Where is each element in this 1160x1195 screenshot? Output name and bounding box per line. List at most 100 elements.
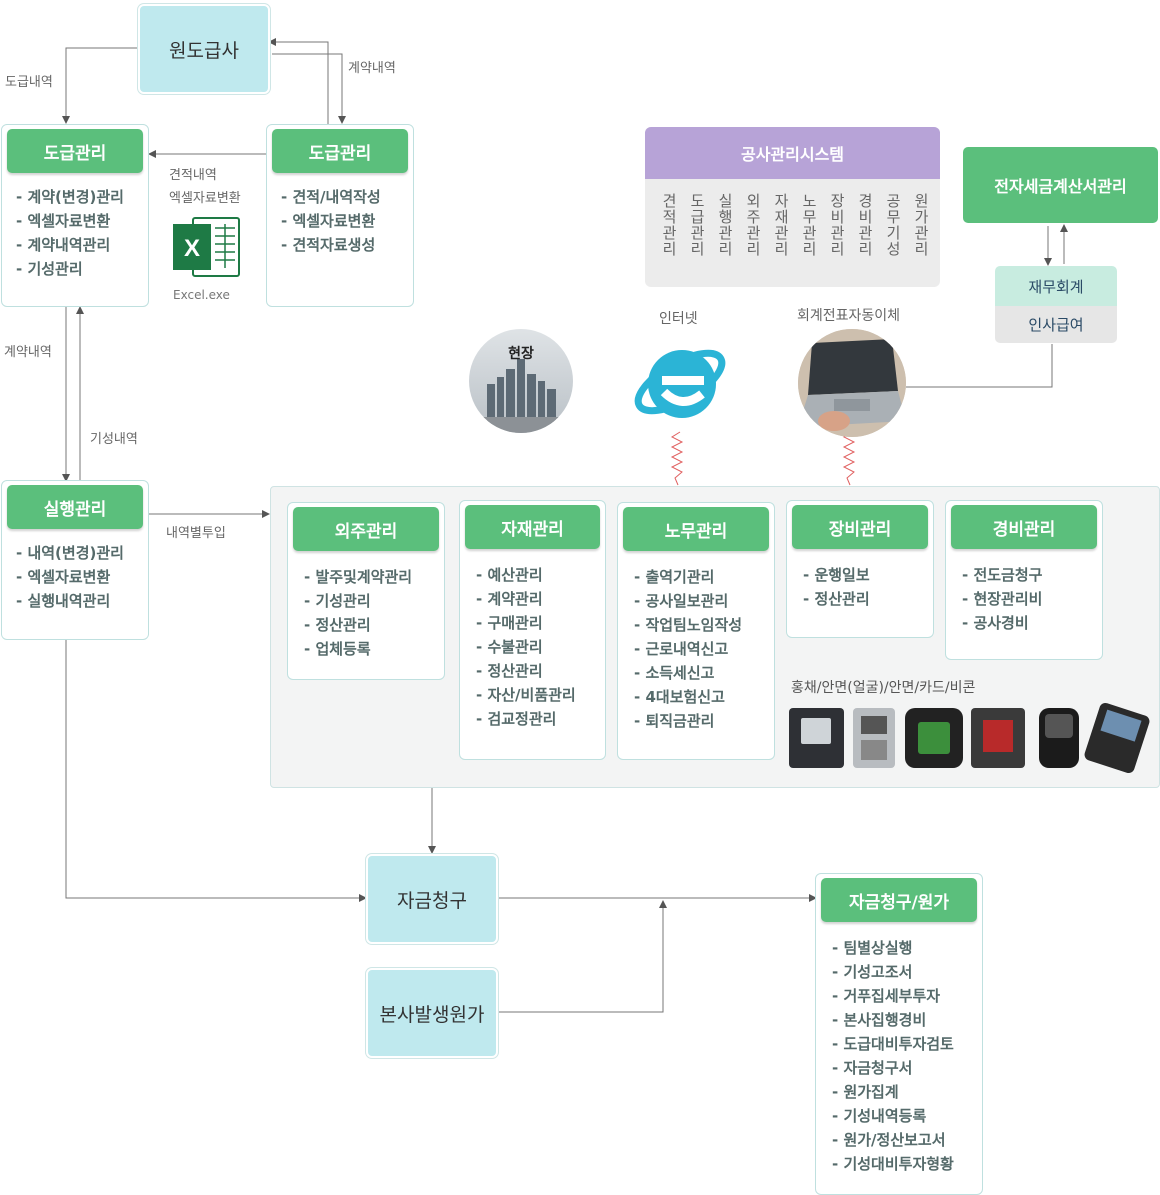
system-column: 실행관리 — [716, 193, 734, 257]
list-item: 내역(변경)관리 — [16, 541, 124, 565]
edge-label-input-by-detail: 내역별투입 — [166, 526, 226, 541]
estimate-mgmt-list: 견적/내역작성 엑셀자료변환 견적자료생성 — [281, 185, 381, 257]
outsourcing-mgmt-list: 발주및계약관리 기성관리 정산관리 업체등록 — [304, 565, 412, 661]
excel-icon: X — [171, 214, 241, 280]
list-item: 업체등록 — [304, 637, 412, 661]
hq-cost-label: 본사발생원가 — [379, 1003, 485, 1026]
list-item: 공사일보관리 — [634, 589, 742, 613]
list-item: 정산관리 — [803, 587, 869, 611]
list-item: 계약(변경)관리 — [16, 185, 124, 209]
material-mgmt-title: 자재관리 — [465, 505, 600, 549]
subcontract-mgmt-title: 도급관리 — [7, 129, 143, 173]
edge-label-excel-convert: 엑셀자료변환 — [169, 191, 241, 206]
list-item: 정산관리 — [476, 659, 576, 683]
list-item: 자금청구서 — [832, 1056, 954, 1080]
list-item: 운행일보 — [803, 563, 869, 587]
execution-mgmt-title: 실행관리 — [7, 485, 143, 529]
list-item: 소득세신고 — [634, 661, 742, 685]
list-item: 근로내역신고 — [634, 637, 742, 661]
e-tax-box: 전자세금계산서관리 — [963, 147, 1158, 223]
card-reader-icon — [971, 708, 1025, 768]
list-item: 원가/정산보고서 — [832, 1128, 954, 1152]
list-item: 전도금청구 — [962, 563, 1042, 587]
list-item: 기성대비투자형황 — [832, 1152, 953, 1176]
system-column: 노무관리 — [800, 193, 818, 257]
material-mgmt-list: 예산관리 계약관리 구매관리 수불관리 정산관리 자산/비품관리 검교정관리 — [476, 563, 576, 731]
edge-label-subcontract-detail: 도급내역 — [5, 75, 53, 90]
list-item: 출역기관리 — [634, 565, 742, 589]
estimate-mgmt-panel: 도급관리 견적/내역작성 엑셀자료변환 견적자료생성 — [266, 124, 414, 307]
edge-label-progress-detail: 기성내역 — [90, 432, 138, 447]
list-item: 수불관리 — [476, 635, 576, 659]
list-item: 도급대비투자검토 — [832, 1032, 953, 1056]
system-column: 공무기성 — [884, 193, 902, 257]
system-column: 경비관리 — [856, 193, 874, 257]
excel-label: Excel.exe — [173, 288, 230, 302]
construction-system-title: 공사관리시스템 — [645, 127, 940, 179]
equipment-mgmt-title: 장비관리 — [792, 505, 928, 549]
hq-cost-box: 본사발생원가 — [366, 968, 498, 1058]
list-item: 정산관리 — [304, 613, 412, 637]
expense-mgmt-title: 경비관리 — [951, 505, 1097, 549]
system-column: 견적관리 — [660, 193, 678, 257]
outsourcing-mgmt-panel: 외주관리 발주및계약관리 기성관리 정산관리 업체등록 — [287, 502, 445, 680]
edge-label-contract-detail-left: 계약내역 — [4, 345, 52, 360]
list-item: 기성관리 — [304, 589, 412, 613]
list-item: 견적/내역작성 — [281, 185, 380, 209]
laptop-icon — [798, 329, 906, 437]
estimate-mgmt-title: 도급관리 — [272, 129, 408, 173]
outsourcing-mgmt-title: 외주관리 — [293, 507, 439, 551]
list-item: 검교정관리 — [476, 707, 576, 731]
list-item: 엑셀자료변환 — [16, 209, 124, 233]
funding-cost-list: 팀별상실행 기성고조서 거푸집세부투자 본사집행경비 도급대비투자검토 자금청구… — [832, 936, 954, 1176]
system-column: 외주관리 — [744, 193, 762, 257]
list-item: 현장관리비 — [962, 587, 1042, 611]
list-item: 공사경비 — [962, 611, 1042, 635]
excel-letter: X — [184, 235, 200, 262]
expense-mgmt-list: 전도금청구 현장관리비 공사경비 — [962, 563, 1042, 635]
list-item: 기성내역등록 — [832, 1104, 954, 1128]
funding-cost-title: 자금청구/원가 — [821, 878, 977, 922]
subcontract-mgmt-panel: 도급관리 계약(변경)관리 엑셀자료변환 계약내역관리 기성관리 — [1, 124, 149, 307]
finance-accounting: 재무회계 — [995, 266, 1117, 306]
execution-mgmt-panel: 실행관리 내역(변경)관리 엑셀자료변환 실행내역관리 — [1, 480, 149, 640]
expense-mgmt-panel: 경비관리 전도금청구 현장관리비 공사경비 — [945, 500, 1103, 660]
list-item: 엑셀자료변환 — [16, 565, 124, 589]
funding-request-box: 자금청구 — [366, 854, 498, 944]
list-item: 원가집계 — [832, 1080, 954, 1104]
internet-label: 인터넷 — [659, 311, 698, 327]
internet-explorer-icon — [630, 332, 732, 430]
labor-mgmt-panel: 노무관리 출역기관리 공사일보관리 작업팀노임작성 근로내역신고 소득세신고 4… — [617, 502, 775, 760]
labor-mgmt-title: 노무관리 — [623, 507, 769, 551]
site-icon: 현장 — [469, 329, 573, 433]
execution-mgmt-list: 내역(변경)관리 엑셀자료변환 실행내역관리 — [16, 541, 124, 613]
edge-label-contract-detail-top: 계약내역 — [348, 61, 396, 76]
list-item: 본사집행경비 — [832, 1008, 954, 1032]
list-item: 작업팀노임작성 — [634, 613, 742, 637]
system-column: 장비관리 — [828, 193, 846, 257]
face-terminal-icon — [905, 708, 963, 768]
face-reader-icon — [853, 708, 895, 768]
auto-transfer-label: 회계전표자동이체 — [797, 308, 901, 324]
iris-scanner-icon — [789, 708, 844, 768]
system-column: 도급관리 — [688, 193, 706, 257]
list-item: 자산/비품관리 — [476, 683, 575, 707]
system-columns: 견적관리 도급관리 실행관리 외주관리 자재관리 노무관리 장비관리 경비관리 … — [645, 193, 940, 257]
hr-payroll: 인사급여 — [995, 306, 1117, 343]
list-item: 발주및계약관리 — [304, 565, 412, 589]
equipment-mgmt-list: 운행일보 정산관리 — [803, 563, 869, 611]
list-item: 구매관리 — [476, 611, 576, 635]
e-tax-title: 전자세금계산서관리 — [994, 177, 1127, 196]
top-contractor-box: 원도급사 — [138, 4, 270, 94]
list-item: 4대보험신고 — [634, 685, 742, 709]
subcontract-mgmt-list: 계약(변경)관리 엑셀자료변환 계약내역관리 기성관리 — [16, 185, 124, 281]
list-item: 계약관리 — [476, 587, 576, 611]
list-item: 기성관리 — [16, 257, 124, 281]
list-item: 퇴직금관리 — [634, 709, 742, 733]
list-item: 거푸집세부투자 — [832, 984, 954, 1008]
funding-request-label: 자금청구 — [397, 889, 467, 912]
site-label: 현장 — [508, 346, 534, 362]
list-item: 견적자료생성 — [281, 233, 381, 257]
list-item: 기성고조서 — [832, 960, 954, 984]
